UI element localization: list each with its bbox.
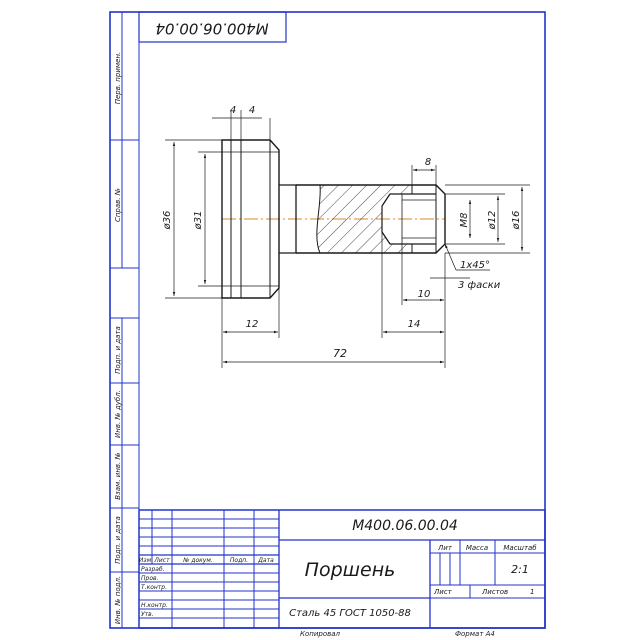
strip-perv-primen: Перв. примен. [114, 52, 122, 105]
strip-podp-data-1: Подп. и дата [114, 326, 122, 374]
grid-header-3: Подп. [230, 557, 248, 564]
dim-l14: 14 [408, 319, 421, 330]
top-designation-box: М400.06.00.04 [138, 11, 287, 43]
sheet-frame [109, 11, 546, 629]
strip-podp-data-2: Подп. и дата [114, 516, 122, 564]
dim-l72: 72 [333, 347, 347, 360]
sheets-count: 1 [530, 588, 534, 596]
dim-d12: ø12 [487, 211, 498, 231]
sheets-label: Листов [481, 588, 508, 596]
strip-inv-dubl: Инв. № дубл. [114, 390, 122, 438]
dim-m8: M8 [459, 213, 470, 228]
dim-d16: ø16 [511, 211, 522, 231]
dimensions: ø36 ø31 4 4 8 M8 ø12 ø16 1x45° 3 фаски [162, 105, 530, 368]
role-1: Пров. [141, 575, 159, 582]
top-designation-mirrored: М400.06.00.04 [155, 20, 268, 38]
role-4: Н.контр. [141, 602, 168, 609]
strip-vzam-inv: Взам. инв. № [114, 452, 122, 500]
section-hatch [316, 184, 413, 254]
grid-header-0: Изм [139, 557, 152, 564]
footer-copied: Копировал [300, 630, 341, 638]
grid-header-2: № докум. [182, 557, 213, 564]
dim-chamfer: 1x45° [460, 260, 490, 271]
role-2: Т.контр. [141, 584, 167, 591]
role-5: Утв. [141, 611, 154, 618]
col-scale: Масштаб [503, 544, 537, 552]
material: Сталь 45 ГОСТ 1050-88 [289, 608, 411, 619]
footer-format: Формат А4 [455, 630, 495, 638]
sheet-label: Лист [433, 588, 453, 596]
part-drawing [221, 139, 446, 299]
scale-value: 2:1 [511, 563, 529, 576]
col-mass: Масса [466, 544, 488, 552]
designation: М400.06.00.04 [352, 518, 458, 534]
dim-chamfer-note: 3 фаски [458, 280, 501, 291]
grid-header-1: Лист [153, 557, 170, 564]
dim-l12: 12 [246, 319, 259, 330]
grid-header-4: Дата [257, 557, 274, 564]
col-lit: Лит [437, 544, 453, 552]
dim-d36: ø36 [162, 211, 173, 231]
dim-w8: 8 [425, 157, 431, 168]
dim-l10: 10 [418, 289, 431, 300]
part-name: Поршень [305, 559, 396, 581]
dim-w4b: 4 [249, 105, 255, 116]
strip-sprav-no: Справ. № [114, 188, 122, 222]
dim-w4a: 4 [230, 105, 236, 116]
strip-inv-podl: Инв. № подл. [114, 576, 122, 624]
side-strip: Перв. примен. Справ. № Подп. и дата Инв.… [110, 12, 139, 628]
title-block: Изм Лист № докум. Подп. Дата Разраб. Про… [138, 509, 546, 629]
dim-d31: ø31 [193, 211, 204, 231]
role-0: Разраб. [141, 566, 165, 573]
